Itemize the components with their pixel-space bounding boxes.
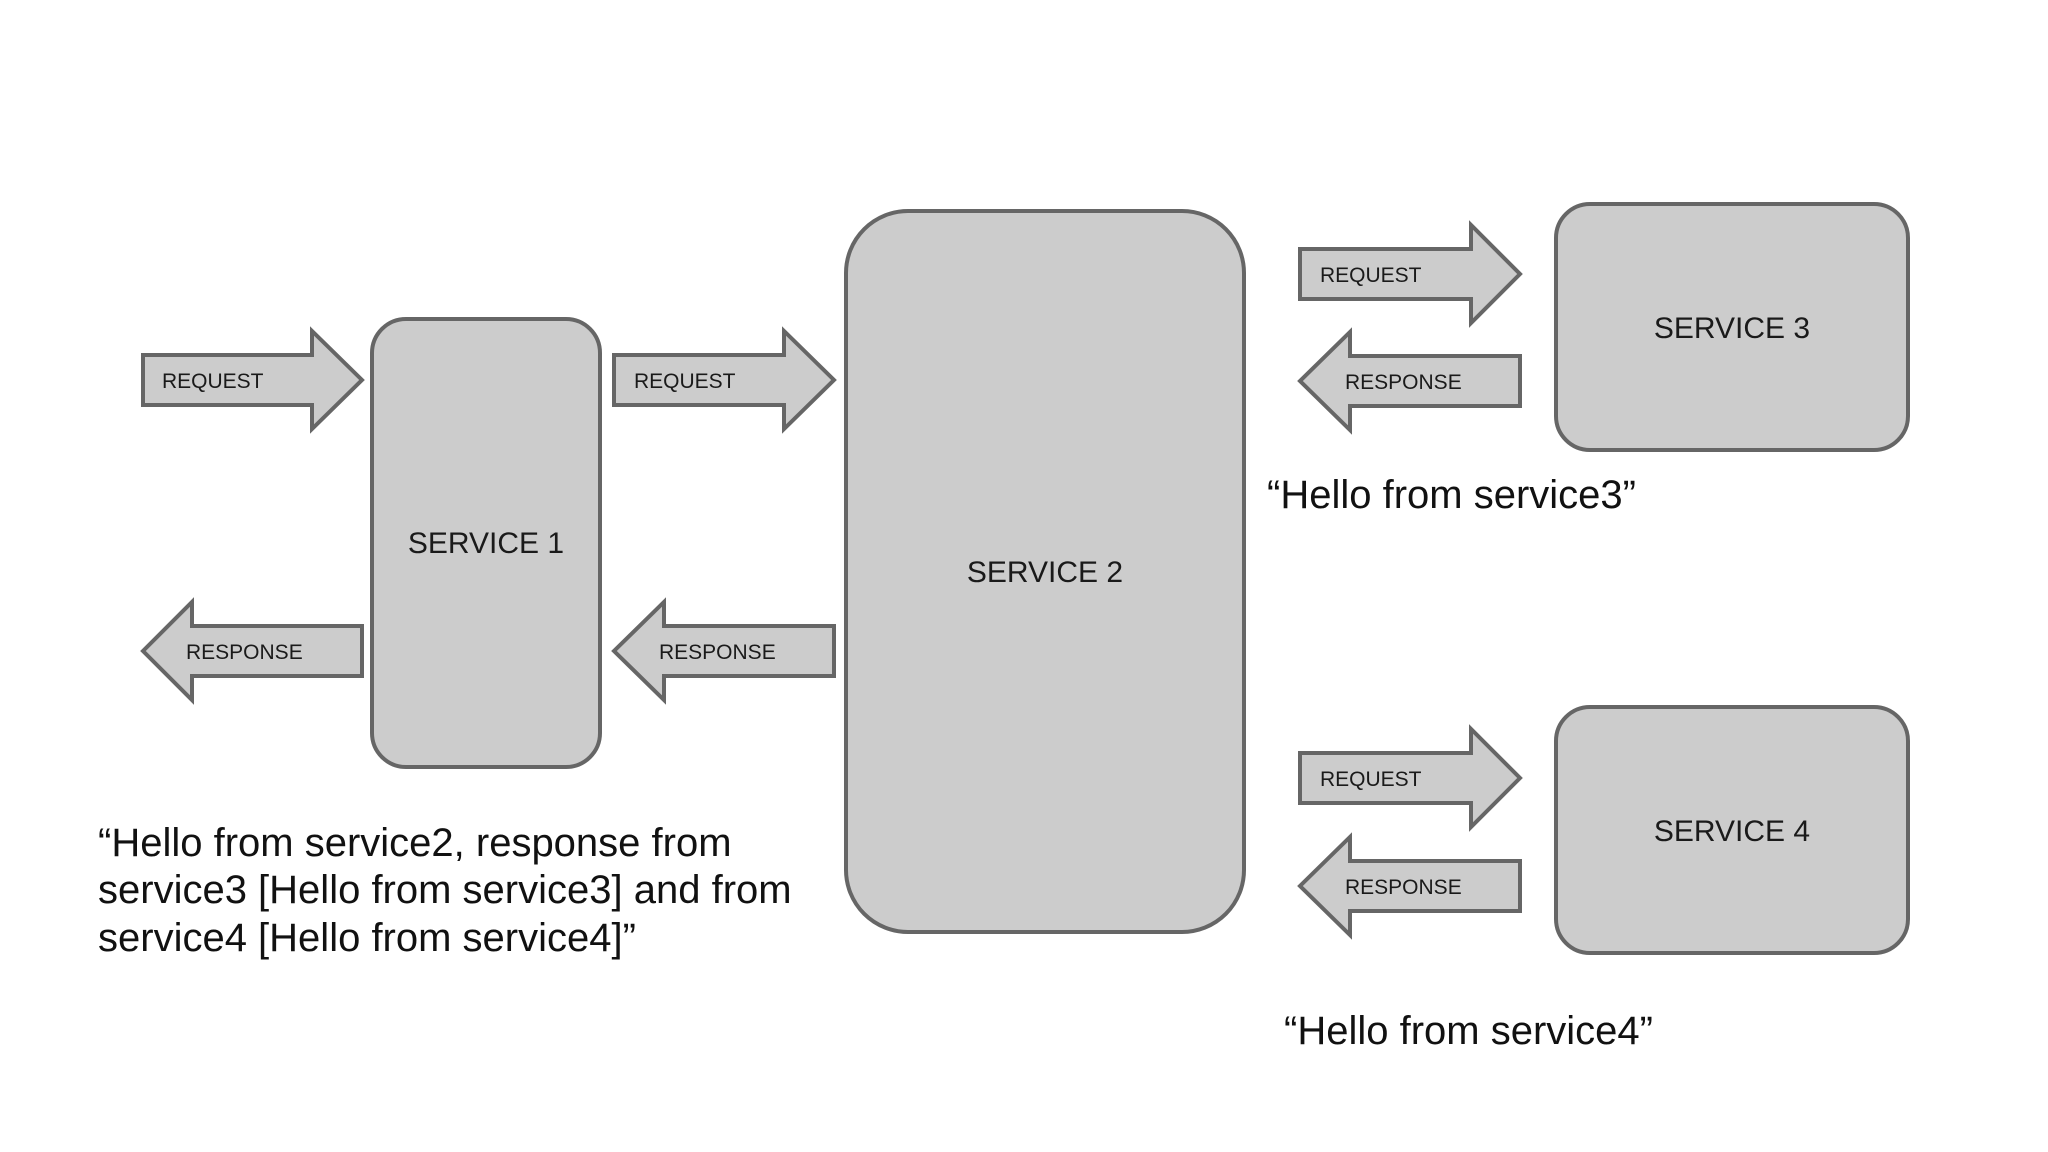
service-3-label: SERVICE 3 (1654, 312, 1810, 345)
response-arrow-label: RESPONSE (659, 641, 776, 664)
response-arrow-label: RESPONSE (186, 641, 303, 664)
left-arrow-icon (140, 597, 364, 705)
service-2-box (844, 209, 1246, 934)
service2-note-line: service4 [Hello from service4]” (98, 916, 636, 960)
service-2-label: SERVICE 2 (967, 556, 1123, 589)
service-2-node: SERVICE 2 (844, 209, 1246, 934)
service-3-box (1554, 202, 1910, 452)
service-3-node: SERVICE 3 (1554, 202, 1910, 452)
service2-note-line: service3 [Hello from service3] and from (98, 868, 792, 912)
request-arrow-label: REQUEST (1320, 768, 1422, 791)
right-arrow-icon (1298, 220, 1523, 328)
right-arrow-icon (1298, 724, 1523, 832)
right-arrow-icon (141, 326, 365, 434)
service2-note-line: “Hello from service2, response from (98, 821, 732, 865)
service-4-box (1554, 705, 1910, 955)
service-1-node: SERVICE 1 (370, 317, 602, 769)
service-1-label: SERVICE 1 (408, 527, 564, 560)
request-arrow-label: REQUEST (162, 370, 264, 393)
service3-response-note: “Hello from service3” (1267, 473, 1636, 517)
left-arrow-icon (611, 597, 836, 705)
response-arrow-label: RESPONSE (1345, 371, 1462, 394)
left-arrow-icon (1297, 832, 1522, 940)
request-arrow-label: REQUEST (1320, 264, 1422, 287)
service-4-label: SERVICE 4 (1654, 815, 1810, 848)
left-arrow-icon (1297, 327, 1522, 435)
request-arrow-service2-to-service4: REQUEST (1298, 724, 1523, 832)
response-arrow-service4-to-service2: RESPONSE (1297, 832, 1522, 940)
response-arrow-service1-to-client: RESPONSE (140, 597, 364, 705)
response-arrow-label: RESPONSE (1345, 876, 1462, 899)
request-arrow-service1-to-service2: REQUEST (612, 326, 837, 434)
response-arrow-service3-to-service2: RESPONSE (1297, 327, 1522, 435)
service-4-node: SERVICE 4 (1554, 705, 1910, 955)
right-arrow-icon (612, 326, 837, 434)
service4-response-note: “Hello from service4” (1284, 1009, 1653, 1053)
request-arrow-service2-to-service3: REQUEST (1298, 220, 1523, 328)
service2-response-note: “Hello from service2, response from serv… (98, 821, 792, 960)
response-arrow-service2-to-service1: RESPONSE (611, 597, 836, 705)
request-arrow-label: REQUEST (634, 370, 736, 393)
request-arrow-client-to-service1: REQUEST (141, 326, 365, 434)
service-1-box (370, 317, 602, 769)
